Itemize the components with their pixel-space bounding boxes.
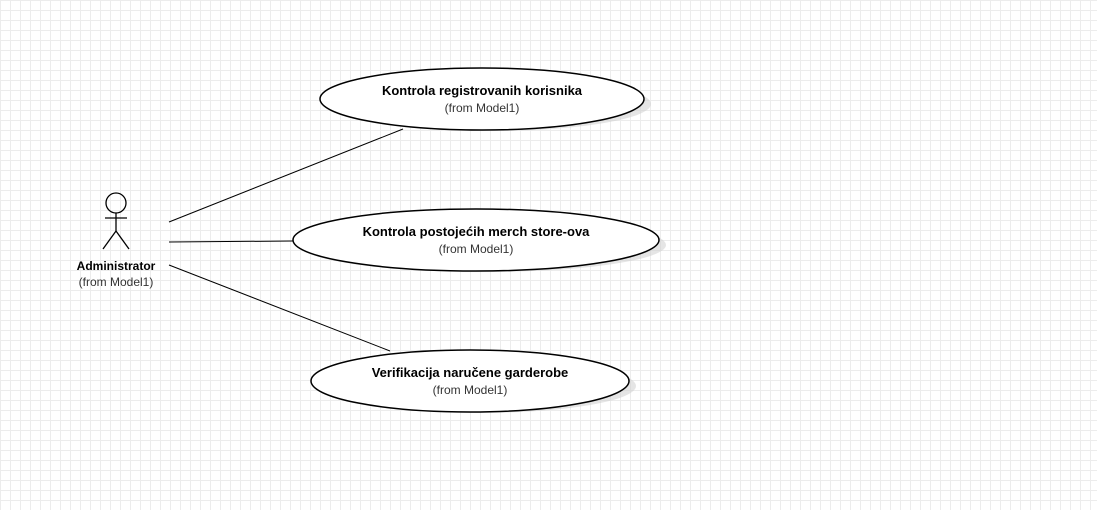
use-case-ellipse[interactable]	[292, 208, 660, 272]
use-case-ellipse[interactable]	[310, 349, 630, 413]
use-case-title: Verifikacija naručene garderobe	[372, 365, 569, 380]
association-line-2[interactable]	[168, 240, 294, 243]
association-line-1[interactable]	[168, 128, 404, 223]
association-line-3[interactable]	[168, 264, 391, 352]
actor-name: Administrator	[77, 259, 156, 273]
use-case-title: Kontrola postojećih merch store-ova	[363, 224, 591, 239]
use-case-kontrola-postojecih-merch-store-ova[interactable]: Kontrola postojećih merch store-ova (fro…	[292, 208, 666, 272]
use-case-kontrola-registrovanih-korisnika[interactable]: Kontrola registrovanih korisnika (from M…	[319, 67, 651, 131]
use-case-ellipse[interactable]	[319, 67, 645, 131]
actor-subtitle: (from Model1)	[79, 275, 154, 289]
actor-administrator[interactable]: Administrator (from Model1)	[77, 192, 156, 289]
use-case-verifikacija-narucene-garderobe[interactable]: Verifikacija naručene garderobe (from Mo…	[310, 349, 636, 413]
use-case-subtitle: (from Model1)	[445, 101, 520, 115]
use-case-subtitle: (from Model1)	[433, 383, 508, 397]
use-case-subtitle: (from Model1)	[439, 242, 514, 256]
use-case-title: Kontrola registrovanih korisnika	[382, 83, 583, 98]
actor-icon	[102, 192, 130, 250]
